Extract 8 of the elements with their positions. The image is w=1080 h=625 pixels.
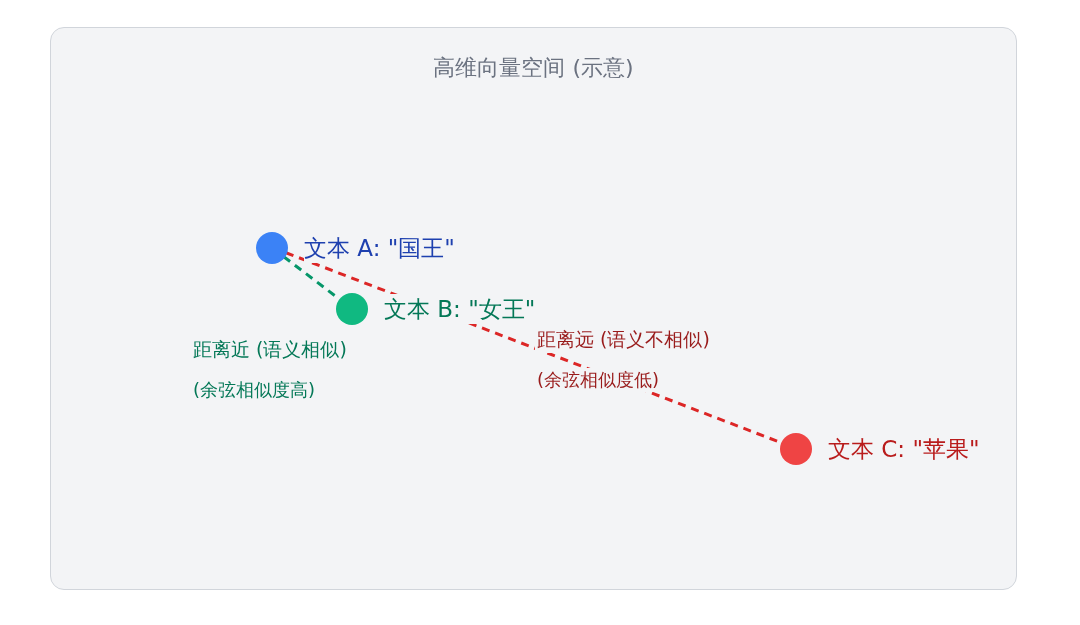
point-dot [780,433,812,465]
edge-label: 距离远 (语义不相似) [535,327,712,353]
point-label: 文本 A: "国王" [304,233,455,263]
point-dot [256,232,288,264]
panel-background [50,27,1017,590]
panel-title: 高维向量空间 (示意) [432,54,635,82]
point-label: 文本 B: "女王" [384,294,536,324]
point-dot [336,293,368,325]
